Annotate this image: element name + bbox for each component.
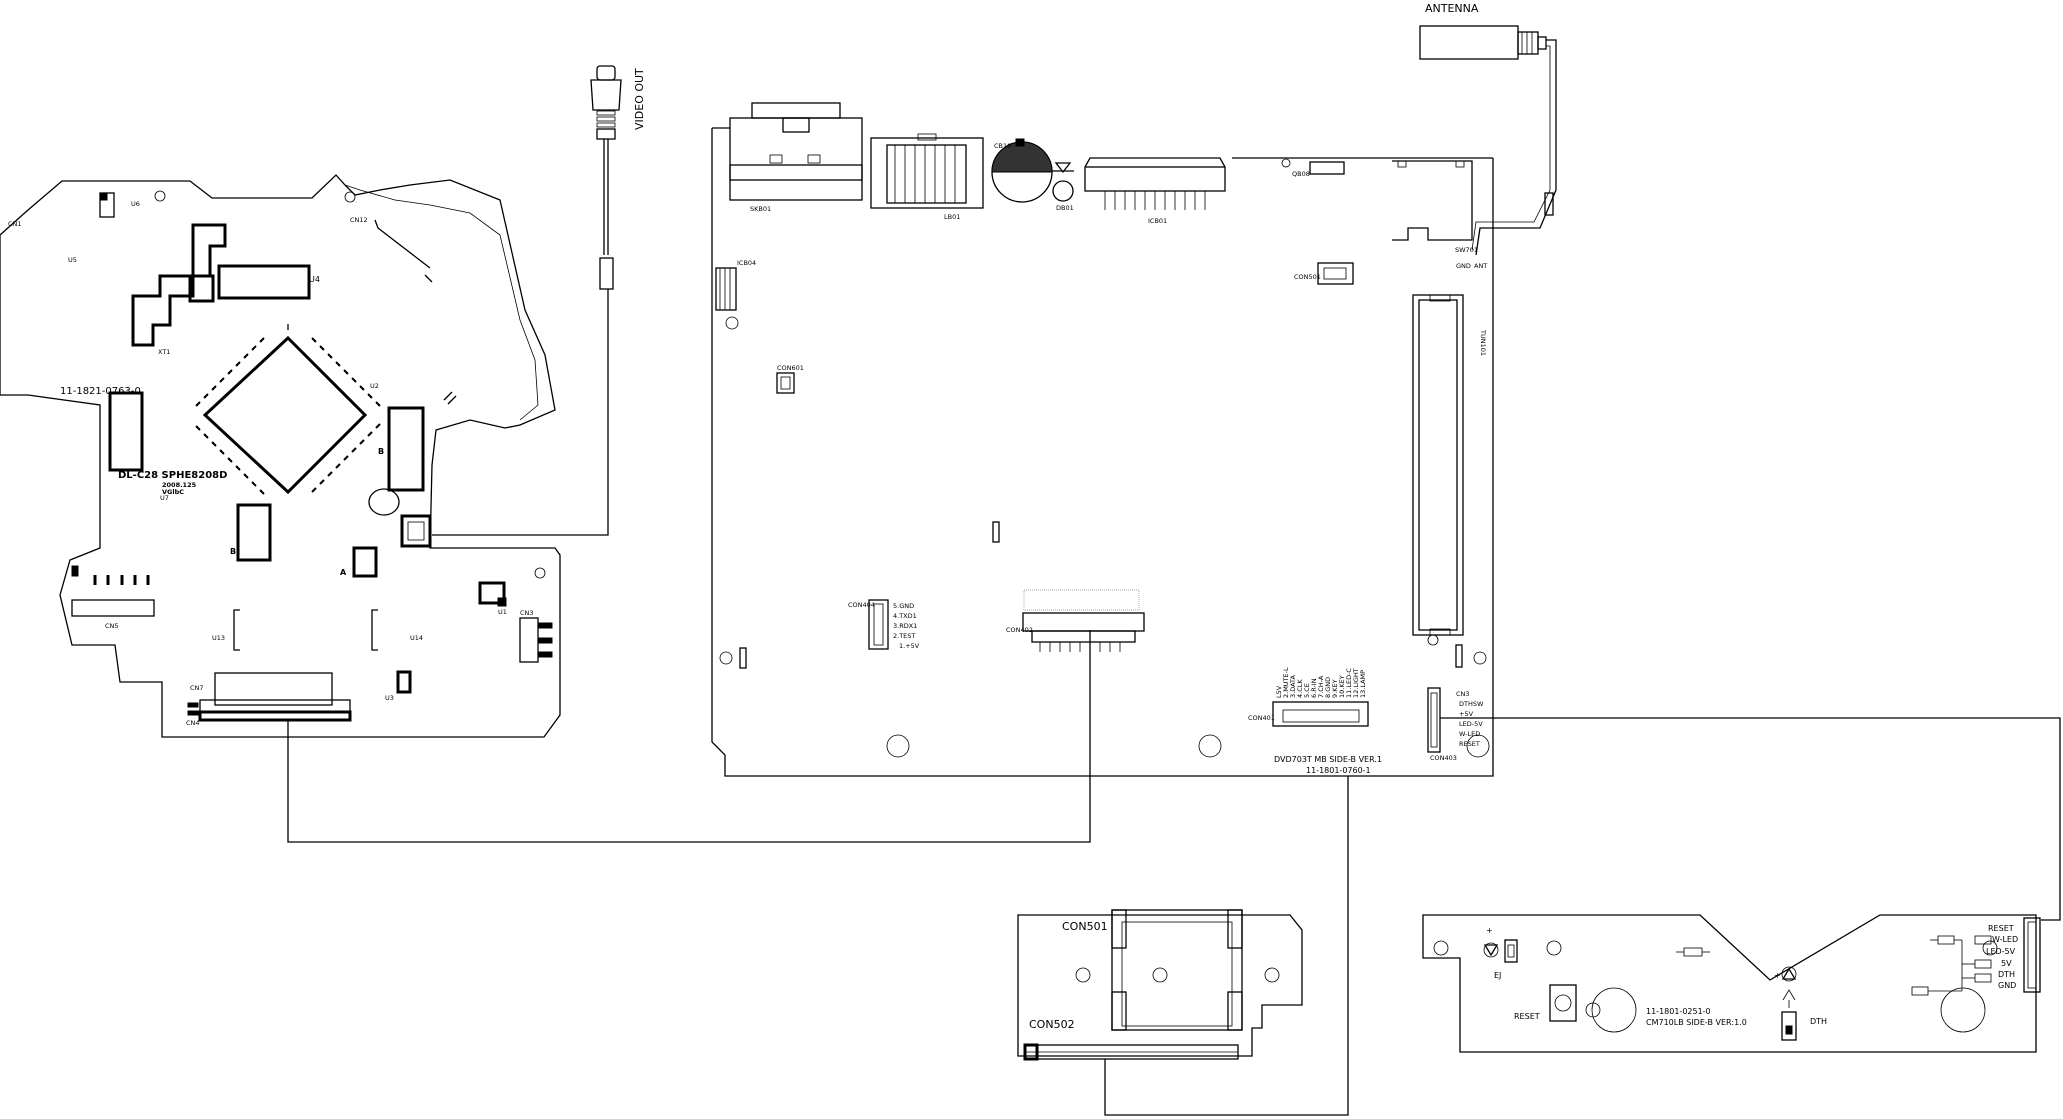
con404-pin-4: 4.TXD1	[893, 612, 917, 620]
ref-b2: B	[230, 547, 236, 556]
con404-pin-5: 5.GND	[893, 602, 914, 610]
wires	[287, 630, 2061, 1116]
ref-cn4: CN4	[186, 719, 200, 727]
cn3-pin-5: RESET	[1459, 740, 1480, 748]
ref-u4: U4	[309, 275, 320, 284]
front-pin-gnd: GND	[1998, 981, 2016, 990]
con404-pin-3: 3.RDX1	[893, 622, 917, 630]
ref-u13: U13	[212, 634, 225, 642]
ref-u14: U14	[410, 634, 423, 642]
ref-lb01: LB01	[944, 213, 960, 221]
con401-pin-13: 13.LAMP	[1359, 670, 1367, 698]
ref-con404: CON404	[848, 601, 875, 609]
con401-pin-4: 4.CLK	[1296, 679, 1304, 698]
ref-con502: CON502	[1029, 1018, 1075, 1031]
main-board-part-number: 11-1801-0760-1	[1306, 766, 1371, 775]
ref-cn3-main: CN3	[1456, 690, 1470, 698]
ref-xt1: XT1	[158, 348, 170, 356]
front-pin-5v: 5V	[2001, 959, 2012, 968]
front-pin-led5v: LED-5V	[1986, 947, 2016, 956]
con401-pin-7: 7.CH-A	[1317, 675, 1325, 698]
svg-text:+: +	[1774, 971, 1781, 980]
ej-label: EJ	[1494, 971, 1501, 980]
ref-u3: U3	[385, 694, 394, 702]
ref-gnd: GND	[1456, 262, 1471, 270]
ref-con501-small: CON501	[1062, 920, 1108, 933]
ref-con403: CON403	[1430, 754, 1457, 762]
con401-pin-5: 5.CE	[1303, 683, 1311, 698]
con401-pins: L5V 2.MUTE-L 3.DATA 4.CLK 5.CE 6.R-IN 7.…	[1275, 667, 1367, 698]
con401-pin-8: 8.GND	[1324, 677, 1332, 698]
con401-pin-12: 12.LIGHT	[1352, 668, 1360, 698]
cn3-pin-1: DTHSW	[1459, 700, 1484, 708]
ref-a: A	[340, 568, 347, 577]
con401-pin-2: 2.MUTE-L	[1282, 667, 1290, 698]
con404-pin-1: 1.+5V	[899, 642, 920, 650]
chip-date: 2008.125	[162, 481, 197, 489]
antenna-connector: ANTENNA	[1419, 2, 1557, 256]
front-board-part-number: 11-1801-0251-0	[1646, 1007, 1711, 1016]
ref-u2: U2	[370, 382, 379, 390]
cn3-pin-2: +5V	[1459, 710, 1474, 718]
loader-board: U6 CN1 U5 U4 XT1 CN12 U2 11-1821-0763-0	[0, 174, 561, 738]
con401-pin-3: 3.DATA	[1289, 674, 1297, 698]
sphe8208d-chip	[195, 324, 381, 495]
ref-skb01: SKB01	[750, 205, 771, 213]
ref-ant: ANT	[1474, 262, 1487, 270]
ref-sw701: SW701	[1455, 246, 1478, 254]
ref-icb01: ICB01	[1148, 217, 1167, 225]
svg-text:+: +	[1486, 926, 1493, 935]
reset-label: RESET	[1514, 1012, 1540, 1021]
ref-tun101: TUN101	[1479, 329, 1487, 356]
front-board-title: CM710LB SIDE-B VER:1.0	[1646, 1018, 1747, 1027]
ref-cn5: CN5	[105, 622, 119, 630]
chip-marking: DL-C28 SPHE8208D	[118, 470, 227, 481]
main-board-title: DVD703T MB SIDE-B VER.1	[1274, 755, 1382, 764]
front-pin-reset: RESET	[1988, 924, 2014, 933]
con401-pin-9: 9.KEY	[1331, 679, 1339, 698]
ref-con601: CON601	[777, 364, 804, 372]
ref-u6: U6	[131, 200, 140, 208]
video-out-label: VIDEO OUT	[633, 68, 646, 130]
front-board: + EJ RESET 11-1801-0251-0 CM710LB SIDE-B…	[1422, 914, 2041, 1053]
ref-cn7: CN7	[190, 684, 204, 692]
ref-u5: U5	[68, 256, 77, 264]
ref-u7: U7	[160, 494, 169, 502]
small-board: CON501 CON502	[1017, 909, 1303, 1070]
con401-pin-1: L5V	[1275, 685, 1283, 698]
ref-cn3: CN3	[520, 609, 534, 617]
ref-icb04: ICB04	[737, 259, 756, 267]
main-board: SKB01 LB01 CB10 DB01 ICB01 QB08	[711, 102, 1494, 777]
ref-cn12: CN12	[350, 216, 368, 224]
loader-part-number: 11-1821-0763-0	[60, 386, 141, 397]
con404-pin-2: 2.TEST	[893, 632, 915, 640]
antenna-label: ANTENNA	[1425, 2, 1479, 15]
video-out-cable: VIDEO OUT	[432, 65, 646, 536]
cn3-pin-4: W-LED	[1459, 730, 1480, 738]
ref-qb08: QB08	[1292, 170, 1310, 178]
dth-label: DTH	[1810, 1017, 1827, 1026]
front-pin-wled: W-LED	[1992, 935, 2018, 944]
ref-con501: CON501	[1294, 273, 1321, 281]
ref-cb10: CB10	[994, 142, 1011, 150]
con401-pin-6: 6.R-IN	[1310, 678, 1318, 698]
ref-u1: U1	[498, 608, 507, 616]
con401-pin-10: 10.KEY	[1338, 675, 1346, 698]
ref-b: B	[378, 447, 384, 456]
ref-db01: DB01	[1056, 204, 1074, 212]
ref-cn1: CN1	[8, 220, 22, 228]
cn3-pin-3: LED-5V	[1459, 720, 1483, 728]
ref-con401: CON401	[1248, 714, 1275, 722]
front-pin-dth: DTH	[1998, 970, 2015, 979]
con401-pin-11: 11.LED-C	[1345, 668, 1353, 698]
chip-lot: VGlbC	[162, 488, 184, 496]
ref-con402: CON402	[1006, 626, 1033, 634]
